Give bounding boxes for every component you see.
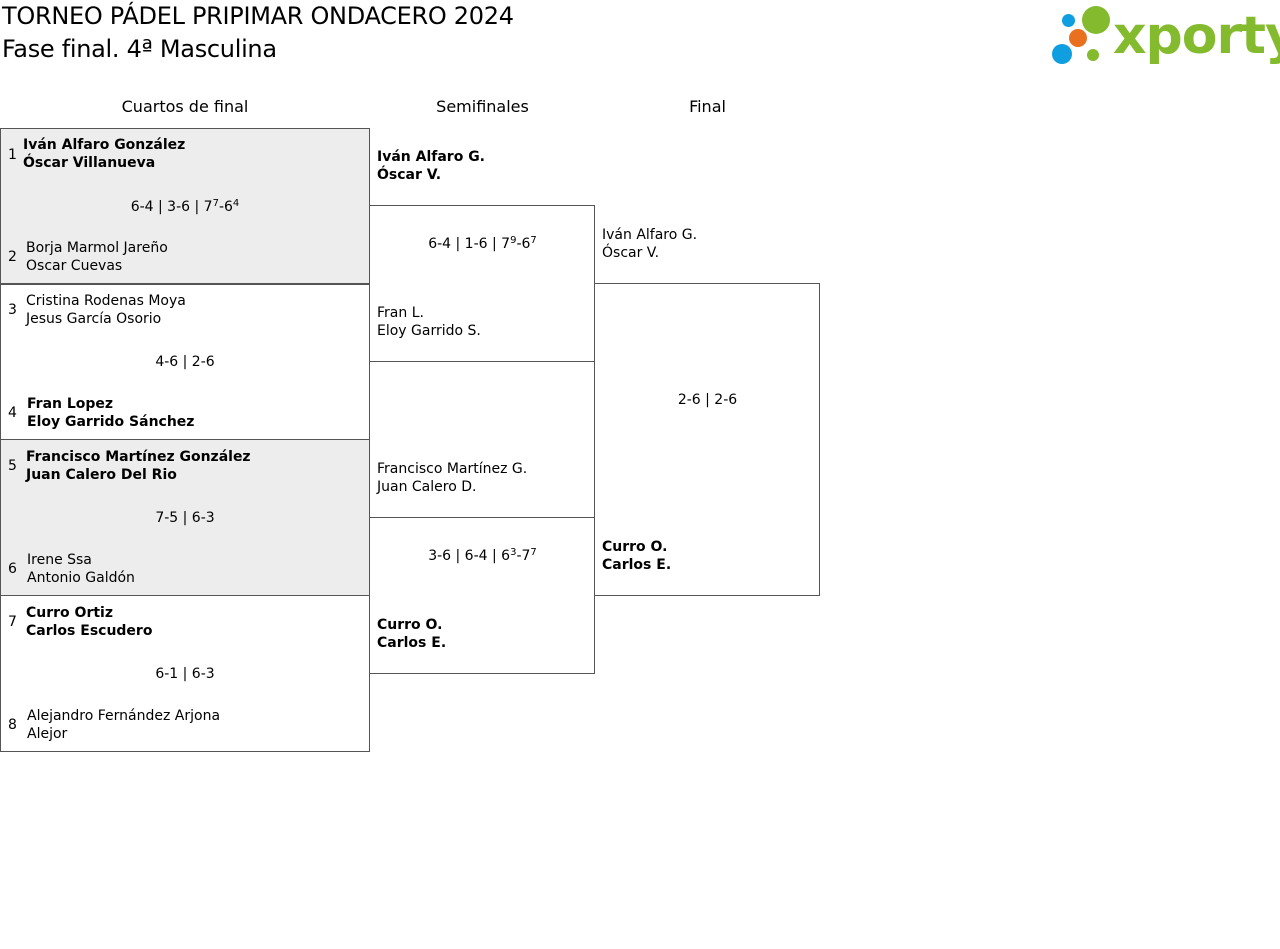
- player-name: Juan Calero D.: [377, 479, 477, 495]
- logo-dot-blue: [1062, 14, 1075, 27]
- match-score: 6-4 | 3-6 | 77-64: [130, 198, 240, 216]
- player-name: Eloy Garrido Sánchez: [27, 414, 195, 430]
- player-name: Jesus García Osorio: [26, 311, 162, 327]
- logo-wordmark: xporty: [1113, 6, 1280, 66]
- seed-number: 8: [8, 717, 17, 733]
- semifinal-1-team-top: Iván Alfaro G. Óscar V.: [377, 148, 485, 184]
- player-name: Carlos E.: [602, 557, 672, 573]
- logo-dot-blue-large: [1052, 44, 1072, 64]
- final-match-box: [594, 283, 820, 596]
- player-name: Alejor: [27, 726, 68, 742]
- semifinal-1-team-bottom: Fran L. Eloy Garrido S.: [377, 304, 481, 340]
- semifinal-2-score: 3-6 | 6-4 | 63-77: [428, 547, 537, 565]
- player-name: Iván Alfaro González: [23, 137, 186, 153]
- player-name: Carlos Escudero: [26, 623, 153, 639]
- team-top: Iván Alfaro González Óscar Villanueva: [23, 136, 185, 172]
- player-name: Óscar V.: [602, 245, 660, 261]
- player-name: Fran L.: [377, 305, 424, 321]
- round-header-final: Final: [689, 97, 726, 116]
- seed-number: 5: [8, 458, 17, 474]
- semifinal-2-team-top: Francisco Martínez G. Juan Calero D.: [377, 460, 527, 496]
- player-name: Antonio Galdón: [27, 570, 135, 586]
- player-name: Curro Ortiz: [26, 605, 113, 621]
- semifinal-1-score: 6-4 | 1-6 | 79-67: [428, 235, 537, 253]
- player-name: Francisco Martínez González: [26, 449, 251, 465]
- phase-subtitle: Fase final. 4ª Masculina: [2, 35, 277, 63]
- seed-number: 6: [8, 561, 17, 577]
- round-header-quarterfinals: Cuartos de final: [121, 97, 249, 116]
- final-team-top: Iván Alfaro G. Óscar V.: [602, 226, 697, 262]
- player-name: Alejandro Fernández Arjona: [27, 708, 221, 724]
- team-bottom: Irene Ssa Antonio Galdón: [27, 551, 135, 587]
- round-header-semifinals: Semifinales: [436, 97, 529, 116]
- team-top: Francisco Martínez González Juan Calero …: [26, 448, 251, 484]
- seed-number: 2: [8, 249, 17, 265]
- seed-number: 4: [8, 405, 17, 421]
- player-name: Curro O.: [377, 617, 443, 633]
- player-name: Francisco Martínez G.: [377, 461, 528, 477]
- logo-dot-orange: [1069, 29, 1087, 47]
- quarterfinal-match-1: 1 Iván Alfaro González Óscar Villanueva …: [0, 128, 370, 285]
- player-name: Oscar Cuevas: [26, 258, 123, 274]
- player-name: Fran Lopez: [27, 396, 114, 412]
- semifinal-2-team-bottom: Curro O. Carlos E.: [377, 616, 446, 652]
- player-name: Carlos E.: [377, 635, 447, 651]
- team-bottom: Fran Lopez Eloy Garrido Sánchez: [27, 395, 194, 431]
- seed-number: 3: [8, 302, 17, 318]
- match-score: 6-1 | 6-3: [155, 666, 215, 682]
- logo-dot-green-small: [1087, 49, 1099, 61]
- team-bottom: Alejandro Fernández Arjona Alejor: [27, 707, 220, 743]
- match-score: 4-6 | 2-6: [155, 354, 215, 370]
- quarterfinal-match-2: 3 Cristina Rodenas Moya Jesus García Oso…: [0, 283, 370, 440]
- quarterfinal-match-3: 5 Francisco Martínez González Juan Caler…: [0, 439, 370, 596]
- final-team-bottom: Curro O. Carlos E.: [602, 538, 671, 574]
- player-name: Borja Marmol Jareño: [26, 240, 168, 256]
- seed-number: 1: [8, 147, 17, 163]
- match-score: 7-5 | 6-3: [155, 510, 215, 526]
- quarterfinal-match-4: 7 Curro Ortiz Carlos Escudero 6-1 | 6-3 …: [0, 595, 370, 752]
- team-bottom: Borja Marmol Jareño Oscar Cuevas: [26, 239, 168, 275]
- player-name: Eloy Garrido S.: [377, 323, 481, 339]
- player-name: Iván Alfaro G.: [602, 227, 698, 243]
- team-top: Cristina Rodenas Moya Jesus García Osori…: [26, 292, 186, 328]
- team-top: Curro Ortiz Carlos Escudero: [26, 604, 152, 640]
- player-name: Cristina Rodenas Moya: [26, 293, 186, 309]
- player-name: Irene Ssa: [27, 552, 92, 568]
- player-name: Curro O.: [602, 539, 668, 555]
- player-name: Iván Alfaro G.: [377, 149, 486, 165]
- player-name: Óscar V.: [377, 167, 442, 183]
- player-name: Óscar Villanueva: [23, 155, 156, 171]
- xporty-logo[interactable]: xporty: [1050, 4, 1280, 68]
- tournament-title: TORNEO PÁDEL PRIPIMAR ONDACERO 2024: [2, 2, 514, 30]
- seed-number: 7: [8, 614, 17, 630]
- final-score: 2-6 | 2-6: [677, 392, 738, 408]
- logo-dot-green: [1082, 6, 1110, 34]
- player-name: Juan Calero Del Rio: [26, 467, 177, 483]
